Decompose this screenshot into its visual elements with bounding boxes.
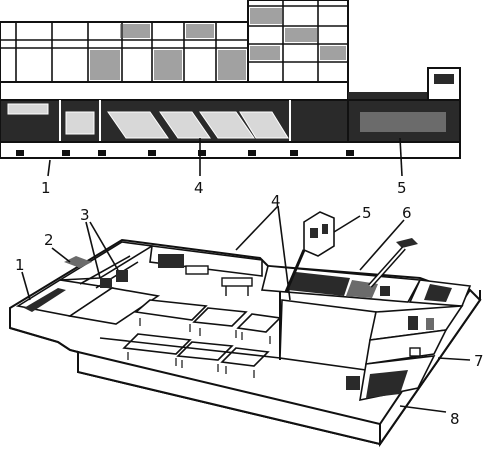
callout-top-1: 1 [41, 179, 51, 197]
upper-centre-room [149, 245, 263, 296]
building-section [0, 0, 461, 177]
top-leaders [47, 137, 403, 177]
floor-slab [0, 81, 349, 101]
glass-reflections [90, 8, 346, 80]
callout-plan-4: 4 [271, 192, 281, 210]
annex-roof [348, 92, 438, 100]
left-wing-rooms [15, 241, 161, 325]
lower-right-rooms [346, 305, 464, 402]
kiosk [427, 67, 461, 101]
basement-columns [59, 100, 291, 142]
isometric-plan [9, 205, 482, 448]
right-open-room [279, 299, 377, 371]
basement-equipment [7, 103, 289, 139]
machinery-room [260, 265, 472, 307]
plan-leaders [21, 205, 471, 413]
foundation-piers [16, 150, 354, 156]
callout-plan-5: 5 [362, 204, 372, 222]
duct-6 [368, 238, 418, 288]
callout-plan-7: 7 [474, 352, 484, 370]
kiosk-window [434, 74, 454, 84]
callout-plan-1: 1 [15, 256, 25, 274]
shaft-5 [284, 211, 335, 293]
foundation [0, 141, 461, 159]
callout-plan-6: 6 [402, 204, 412, 222]
callout-plan-8: 8 [450, 410, 460, 428]
facade-window-grid [0, 0, 348, 82]
annex-inner [360, 112, 446, 132]
central-hall-benches [99, 278, 282, 378]
callout-top-5: 5 [397, 179, 407, 197]
callout-plan-2: 2 [44, 231, 54, 249]
callout-top-4: 4 [194, 179, 204, 197]
callout-plan-3: 3 [80, 206, 90, 224]
